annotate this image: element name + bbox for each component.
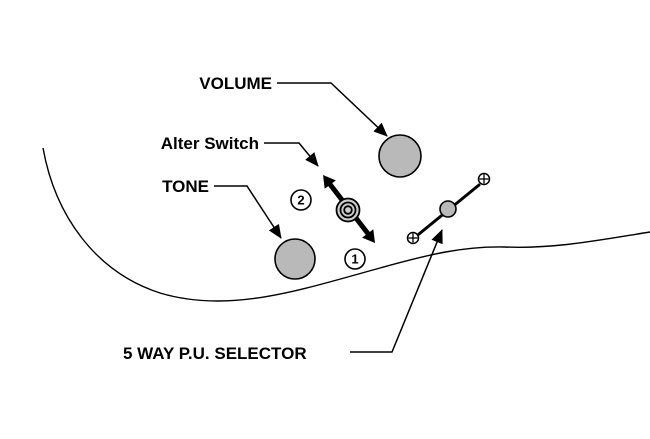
selector-screw-bottom-icon <box>406 231 420 245</box>
position-2-badge: 2 <box>290 189 312 211</box>
selector-label: 5 WAY P.U. SELECTOR <box>123 344 307 363</box>
pickup-selector-switch <box>406 172 491 245</box>
selector-pointer-line <box>350 229 443 353</box>
volume-label: VOLUME <box>199 74 272 93</box>
tone-pointer-line <box>214 185 282 239</box>
arrow-up-left-head <box>323 175 336 189</box>
selector-knob <box>439 200 457 218</box>
alter-switch-label: Alter Switch <box>161 134 259 153</box>
position-1-badge: 1 <box>344 248 366 270</box>
arrow-down-right-head <box>362 229 375 243</box>
selector-screw-top-icon <box>477 172 491 186</box>
tone-label: TONE <box>162 177 209 196</box>
alter-switch-pointer-line <box>264 142 319 167</box>
position-2-number: 2 <box>297 193 304 208</box>
tone-knob <box>274 238 316 280</box>
volume-knob <box>378 134 422 178</box>
alter-switch-button <box>335 197 361 223</box>
position-1-number: 1 <box>351 252 358 267</box>
volume-pointer-line <box>277 82 388 137</box>
guitar-body-outline <box>42 147 650 302</box>
